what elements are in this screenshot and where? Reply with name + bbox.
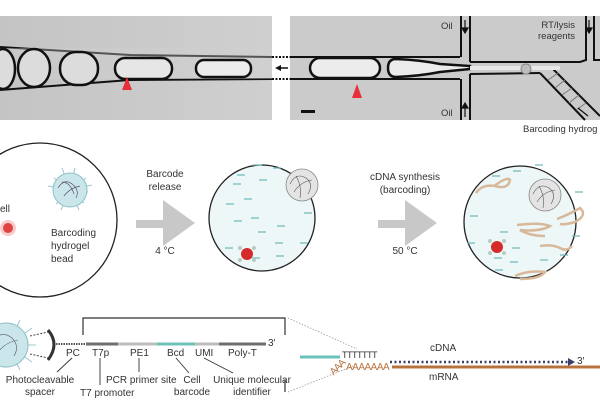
annotation-umi: Unique molecular identifier <box>212 375 292 399</box>
cell-marker-right <box>352 84 362 98</box>
annotation-pc-line1: Photocleavable <box>5 375 75 386</box>
barcoding-hydrogel-label: Barcoding hydrog <box>523 124 598 135</box>
annotation-bcd: Cell barcode <box>172 375 212 399</box>
annotation-lines <box>56 357 234 385</box>
primer-bead-icon <box>0 319 36 371</box>
step2-label: cDNA synthesis (barcoding) <box>360 171 450 197</box>
cdna-arrowhead <box>568 358 575 366</box>
step2-label-line1: cDNA synthesis <box>369 172 441 183</box>
bead-label: Barcoding hydrogel bead <box>51 227 96 266</box>
flow-direction-arrow-icon <box>275 65 288 71</box>
label-umi: UMI <box>195 348 214 359</box>
poly-a-sequence: AAAAAAA <box>346 362 390 373</box>
micrograph-image <box>0 16 600 121</box>
annotation-bcd-line2: barcode <box>173 387 211 398</box>
oil-channel <box>460 16 471 120</box>
bead-label-line1: Barcoding <box>51 228 97 239</box>
bead-channel <box>539 67 600 121</box>
cdna-label: cDNA <box>430 343 457 354</box>
annotation-bcd-line1: Cell <box>183 375 201 386</box>
primer-3prime: 3′ <box>268 338 276 349</box>
annotation-pe1: PCR primer site <box>106 375 177 386</box>
cdna-3prime: 3′ <box>577 356 585 367</box>
droplets-right <box>308 56 472 80</box>
flow-arrows <box>460 20 594 117</box>
label-t7p: T7p <box>92 348 110 359</box>
step1-label: Barcode release <box>130 168 200 194</box>
annotation-t7p: T7 promoter <box>80 388 135 399</box>
primer-anchor <box>46 329 56 361</box>
rt-lysis-line1: RT/lysis <box>541 20 575 31</box>
step1-label-line2: release <box>148 182 182 193</box>
annotation-umi-line2: identifier <box>233 387 271 398</box>
annotation-pc-line2: spacer <box>24 387 55 398</box>
scale-bar <box>301 110 315 113</box>
cell-label: ell <box>0 204 11 215</box>
poly-t-sequence: TTTTTTT <box>342 350 377 360</box>
step1-label-line1: Barcode <box>146 169 184 180</box>
label-pe1: PE1 <box>130 348 149 359</box>
mrna-label: mRNA <box>429 372 459 383</box>
label-pc: PC <box>66 348 80 359</box>
step2-label-line2: (barcoding) <box>379 185 431 196</box>
annotation-pc: Photocleavable spacer <box>0 375 80 399</box>
oil-label-top: Oil <box>441 21 453 32</box>
oil-label-bottom: Oil <box>441 108 453 119</box>
rt-lysis-label: RT/lysis reagents <box>538 20 575 42</box>
bead-label-line3: bead <box>51 254 74 265</box>
label-bcd: Bcd <box>167 348 185 359</box>
rt-lysis-line2: reagents <box>538 31 575 42</box>
primer-bracket <box>82 317 286 335</box>
bead-in-channel <box>520 63 532 75</box>
bead-label-line2: hydrogel <box>51 241 90 252</box>
droplets-left <box>0 47 253 91</box>
label-poly-t: Poly-T <box>228 348 257 359</box>
cell-marker-left <box>122 77 132 90</box>
annotation-umi-line1: Unique molecular <box>213 375 291 386</box>
step1-temperature: 4 °C <box>155 246 175 257</box>
step2-temperature: 50 °C <box>392 246 418 257</box>
